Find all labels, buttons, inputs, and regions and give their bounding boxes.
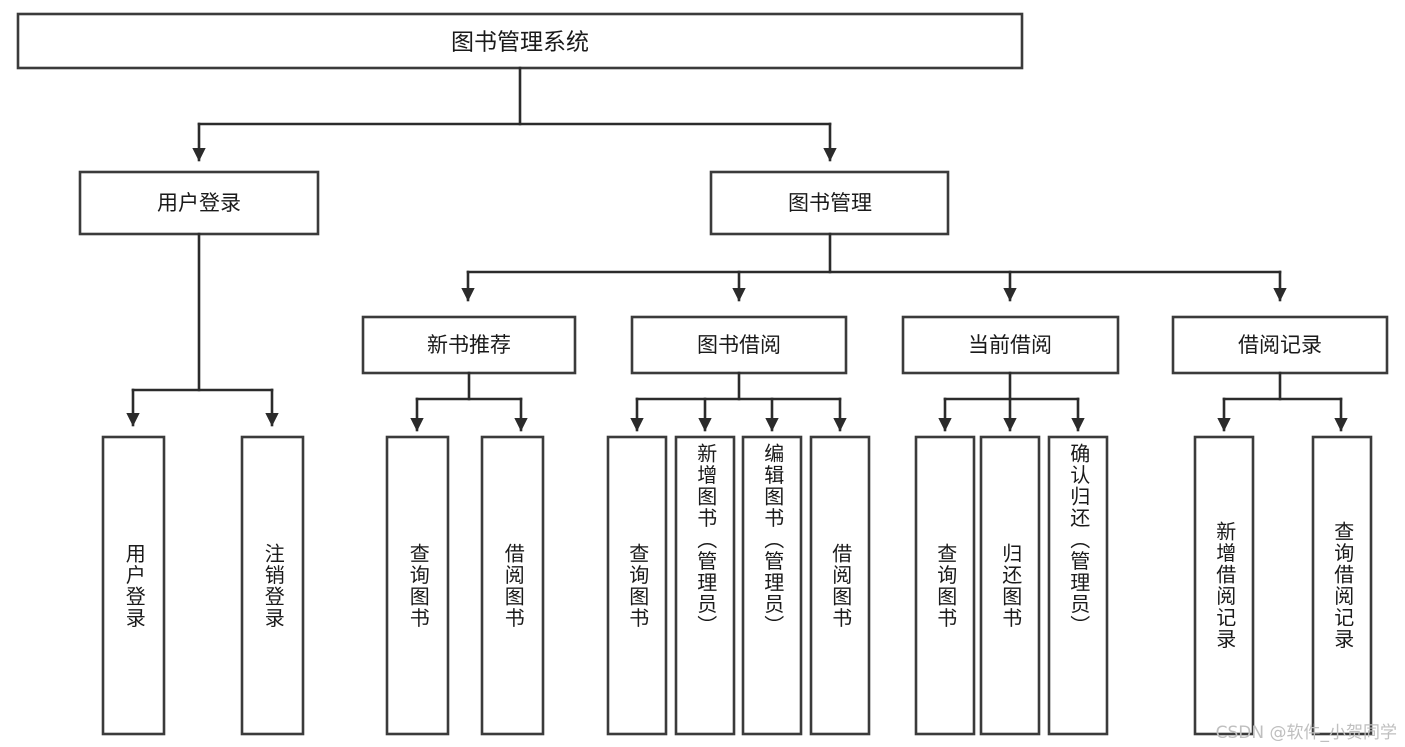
node-borrow-records-label: 借阅记录 [1238, 333, 1322, 357]
node-book-management-label: 图书管理 [788, 191, 872, 215]
leaf-box-current-borrow-1[interactable] [979, 435, 1041, 736]
node-current-borrow-label: 当前借阅 [968, 333, 1052, 357]
edges-book-management-to-level3 [461, 232, 1287, 302]
leaf-box-user-login-0[interactable] [101, 435, 166, 736]
edges-current-borrow-to-leaves [938, 371, 1085, 432]
leaf-box-book-borrow-1[interactable] [674, 435, 736, 736]
leaf-box-new-book-recommend-0[interactable] [385, 435, 450, 736]
edges-user-login-to-leaves [126, 232, 279, 427]
node-current-borrow-box[interactable] [901, 315, 1120, 375]
leaf-box-user-login-1[interactable] [240, 435, 305, 736]
node-book-borrow-label: 图书借阅 [697, 333, 781, 357]
node-new-book-recommend-label: 新书推荐 [427, 333, 511, 357]
node-root-label: 图书管理系统 [451, 30, 589, 56]
leaf-box-new-book-recommend-1[interactable] [480, 435, 545, 736]
edges-borrow-records-to-leaves [1217, 371, 1348, 432]
leaf-box-borrow-records-0[interactable] [1193, 435, 1255, 736]
node-user-login-label: 用户登录 [157, 191, 241, 215]
edges-root-to-level2 [192, 66, 837, 162]
csdn-watermark: CSDN @软件_小贺同学 [1215, 723, 1397, 743]
leaf-box-borrow-records-1[interactable] [1311, 435, 1373, 736]
leaf-box-current-borrow-0[interactable] [914, 435, 976, 736]
node-new-book-recommend-box[interactable] [361, 315, 577, 375]
leaf-box-current-borrow-2[interactable] [1047, 435, 1109, 736]
node-user-login-box[interactable] [78, 170, 320, 236]
leaf-box-book-borrow-3[interactable] [809, 435, 871, 736]
leaf-box-book-borrow-0[interactable] [606, 435, 668, 736]
edges-book-borrow-to-leaves [630, 371, 847, 432]
node-root-box[interactable] [16, 12, 1024, 70]
leaf-box-book-borrow-2[interactable] [741, 435, 803, 736]
edges-new-book-recommend-to-leaves [410, 371, 528, 432]
